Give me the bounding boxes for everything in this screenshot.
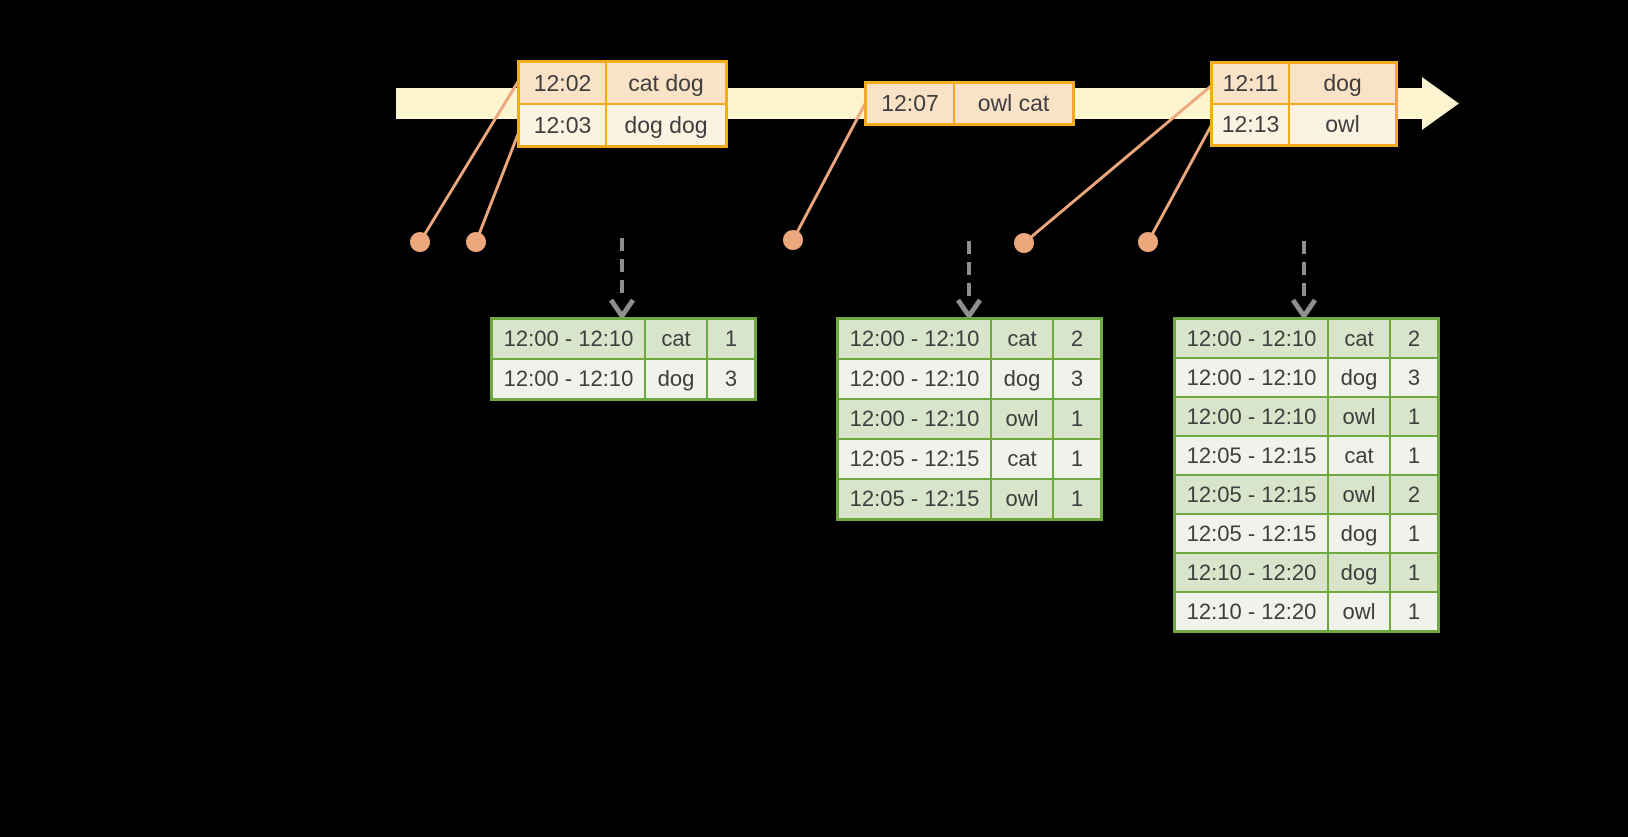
table-cell: 2 xyxy=(1052,317,1103,360)
table-cell: 1 xyxy=(1052,438,1103,480)
trigger-arrow xyxy=(608,238,636,321)
table-cell: 1 xyxy=(1389,513,1440,554)
table-cell: 2 xyxy=(1389,474,1440,515)
trigger-arrow xyxy=(1290,241,1318,321)
table-cell: 12:07 xyxy=(864,81,955,126)
table-cell: 12:05 - 12:15 xyxy=(1173,435,1329,476)
event-leader-line xyxy=(791,101,868,241)
event-marker-dot xyxy=(410,232,430,252)
trigger-arrow xyxy=(955,241,983,321)
table-cell: cat xyxy=(990,317,1054,360)
table-cell: 12:05 - 12:15 xyxy=(836,438,992,480)
table-cell: 12:05 - 12:15 xyxy=(1173,474,1329,515)
event-leader-line xyxy=(1146,125,1213,243)
table-cell: 2 xyxy=(1389,317,1440,359)
table-cell: 12:00 - 12:10 xyxy=(836,358,992,400)
table-cell: owl xyxy=(1288,103,1398,147)
table-cell: dog xyxy=(990,358,1054,400)
table-cell: 12:10 - 12:20 xyxy=(1173,591,1329,633)
table-cell: dog xyxy=(1327,357,1391,398)
trigger-arrow-head-icon xyxy=(955,298,983,321)
event-leader-line xyxy=(1023,84,1212,245)
table-cell: 1 xyxy=(1389,552,1440,593)
event-leader-line xyxy=(418,79,521,243)
table-cell: cat xyxy=(1327,317,1391,359)
timeline-arrow-head-icon xyxy=(1422,77,1459,130)
table-cell: 12:05 - 12:15 xyxy=(836,478,992,521)
table-cell: 1 xyxy=(1389,591,1440,633)
table-cell: owl xyxy=(990,398,1054,440)
event-marker-dot xyxy=(1014,233,1034,253)
table-cell: 1 xyxy=(1052,398,1103,440)
table-cell: owl xyxy=(1327,474,1391,515)
table-cell: owl cat xyxy=(953,81,1075,126)
table-cell: owl xyxy=(1327,591,1391,633)
table-cell: 12:02 xyxy=(517,60,607,105)
event-marker-dot xyxy=(783,230,803,250)
table-cell: 12:13 xyxy=(1210,103,1290,147)
table-cell: 12:03 xyxy=(517,103,607,148)
table-cell: 12:00 - 12:10 xyxy=(1173,317,1329,359)
table-cell: cat dog xyxy=(605,60,728,105)
table-cell: 12:05 - 12:15 xyxy=(1173,513,1329,554)
table-cell: 3 xyxy=(1052,358,1103,400)
table-cell: 3 xyxy=(1389,357,1440,398)
table-cell: dog xyxy=(1288,61,1398,105)
event-marker-dot xyxy=(466,232,486,252)
table-cell: dog dog xyxy=(605,103,728,148)
table-cell: 12:11 xyxy=(1210,61,1290,105)
table-cell: owl xyxy=(1327,396,1391,437)
table-cell: cat xyxy=(644,317,708,360)
table-cell: 1 xyxy=(1052,478,1103,521)
table-cell: cat xyxy=(990,438,1054,480)
table-cell: dog xyxy=(1327,513,1391,554)
table-cell: 1 xyxy=(706,317,757,360)
table-cell: dog xyxy=(1327,552,1391,593)
table-cell: cat xyxy=(1327,435,1391,476)
table-cell: 12:00 - 12:10 xyxy=(1173,396,1329,437)
table-cell: owl xyxy=(990,478,1054,521)
table-cell: 12:00 - 12:10 xyxy=(490,317,646,360)
table-cell: 12:00 - 12:10 xyxy=(1173,357,1329,398)
table-cell: 12:10 - 12:20 xyxy=(1173,552,1329,593)
table-cell: dog xyxy=(644,358,708,401)
table-cell: 12:00 - 12:10 xyxy=(836,398,992,440)
table-cell: 1 xyxy=(1389,435,1440,476)
table-cell: 1 xyxy=(1389,396,1440,437)
table-cell: 3 xyxy=(706,358,757,401)
table-cell: 12:00 - 12:10 xyxy=(836,317,992,360)
trigger-arrow-head-icon xyxy=(608,298,636,321)
event-marker-dot xyxy=(1138,232,1158,252)
trigger-arrow-head-icon xyxy=(1290,298,1318,321)
table-cell: 12:00 - 12:10 xyxy=(490,358,646,401)
event-leader-line xyxy=(474,123,524,243)
